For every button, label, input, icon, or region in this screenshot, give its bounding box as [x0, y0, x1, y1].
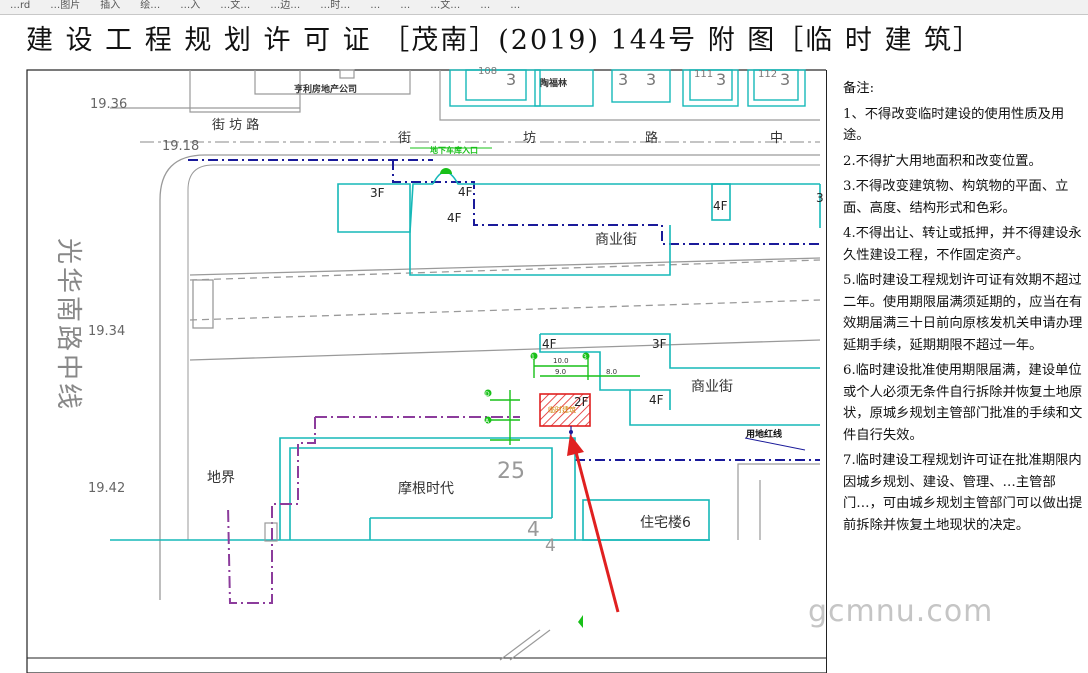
axis-1: 1	[531, 354, 535, 361]
bldg-111-floors: 3	[716, 70, 726, 89]
boundary-label: 地界	[207, 470, 235, 486]
floor-4f-b: 4F	[447, 211, 462, 225]
watermark: gcmnu.com	[808, 594, 994, 629]
axis-3: 3	[583, 354, 587, 361]
building-25: 25	[497, 459, 525, 484]
note-3: 3.不得改变建筑物、构筑物的平面、立面、高度、结构形式和色彩。	[843, 179, 1069, 216]
dim-10: 10.0	[553, 357, 569, 365]
dimension-lines	[490, 356, 640, 445]
toolbar-item[interactable]: …边…	[270, 0, 301, 11]
elevation-1: 19.36	[90, 97, 127, 112]
note-5: 5.临时建设工程规划许可证有效期不超过二年。使用期限届满须延期的，应当在有效期届…	[843, 273, 1083, 353]
bldg-111: 111	[694, 69, 713, 80]
top-buildings	[449, 69, 806, 107]
note-1: 1、不得改变临时建设的使用性质及用途。	[843, 106, 1065, 144]
temporary-building	[539, 393, 591, 427]
toolbar-item[interactable]: …	[400, 0, 411, 11]
site-boundary-navy	[188, 159, 820, 461]
plan-labels: 19.36 19.18 19.34 19.42 街 坊 路 街 坊 路 中 亨利…	[53, 66, 824, 556]
commercial-street-1: 商业街	[595, 232, 637, 248]
company-label: 亨利房地产公司	[294, 83, 357, 95]
note-6: 6.临时建设批准使用期限届满，建设单位或个人必须无条件自行拆除并恢复土地原状，原…	[843, 363, 1083, 443]
floor-4f-c: 4F	[713, 199, 728, 213]
toolbar-item[interactable]: …时…	[320, 0, 351, 11]
floor-2f-temp: 2F	[574, 395, 589, 409]
floor-3-d: 3	[816, 191, 824, 205]
bldg-108: 108	[478, 66, 497, 77]
note-7: 7.临时建设工程规划许可证在批准期限内因城乡规划、建设、管理、…主管部门…，可由…	[843, 453, 1083, 533]
notes-panel: 备注: 1、不得改变临时建设的使用性质及用途。 2.不得扩大用地面积和改变位置。…	[826, 70, 1088, 673]
road-edges	[110, 107, 821, 600]
dim-9: 9.0	[555, 368, 566, 376]
toolbar-item[interactable]: …rd	[10, 0, 31, 11]
bldg-taofulin: 陶福林	[540, 77, 568, 89]
toolbar-item[interactable]: …	[370, 0, 381, 11]
commercial-buildings-mid	[539, 333, 820, 426]
toolbar-item[interactable]: …图片	[50, 0, 81, 11]
temporary-building-text: 临时建筑	[548, 405, 576, 414]
morgan-times-label: 摩根时代	[398, 480, 454, 497]
bldg-3a: 3	[646, 70, 656, 89]
toolbar-item[interactable]: …文…	[430, 0, 461, 11]
axis-d: D	[485, 391, 490, 398]
right-outlines	[264, 463, 820, 661]
page-title: 建 设 工 程 规 划 许 可 证 ［茂南］(2019) 144号 附 图［临 …	[26, 25, 983, 56]
num-4b: 4	[545, 536, 556, 556]
bldg-112: 112	[758, 69, 777, 80]
site-plan: 临时建筑 19.36 19.18 19.34 19.42 街 坊 路 街 坊	[26, 66, 826, 673]
floor-4f-e: 4F	[542, 337, 557, 351]
boundary-purple	[227, 416, 520, 604]
bldg-108-floors: 3	[506, 70, 516, 89]
street-label-5: 中	[770, 131, 783, 146]
morgan-times-building	[279, 437, 710, 541]
elevation-3: 19.34	[88, 324, 125, 339]
num-4a: 4	[527, 517, 540, 541]
red-arrow-icon	[567, 434, 620, 613]
underground-entry-label: 地下车库入口	[430, 145, 478, 155]
notes-heading: 备注:	[843, 81, 875, 96]
redline-label: 用地红线	[745, 428, 782, 440]
bldg-112-floors: 3	[780, 70, 790, 89]
toolbar-item[interactable]: …入	[180, 0, 201, 11]
floor-3f-f: 3F	[652, 337, 667, 351]
toolbar-item[interactable]: 插入	[100, 0, 121, 11]
plan-frame	[26, 69, 826, 673]
street-label-1: 街 坊 路	[212, 117, 259, 133]
toolbar-item[interactable]: …文…	[220, 0, 251, 11]
commercial-street-2: 商业街	[691, 379, 733, 395]
street-label-3: 坊	[523, 131, 536, 146]
toolbar-item[interactable]: …	[510, 0, 521, 11]
top-outlines	[189, 69, 820, 121]
elevation-2: 19.18	[162, 139, 199, 154]
residential-label: 住宅楼6	[640, 515, 691, 531]
bldg-3b: 3	[618, 70, 628, 89]
toolbar-item[interactable]: 绘…	[140, 0, 161, 11]
axis-a: A	[485, 418, 490, 425]
street-label-4: 路	[645, 130, 658, 146]
dim-8: 8.0	[606, 368, 617, 376]
floor-4f-a: 4F	[458, 185, 473, 199]
toolbar: …rd …图片 插入 绘… …入 …文… …边… …时… … … …文… … …	[0, 0, 1088, 15]
floor-4f-g: 4F	[649, 393, 664, 407]
street-label-2: 街	[398, 131, 411, 146]
road-name-vertical: 光华南路中线	[53, 238, 83, 412]
toolbar-item[interactable]: …	[480, 0, 491, 11]
redline-leader	[744, 437, 806, 451]
floor-3f-a: 3F	[370, 186, 385, 200]
note-4: 4.不得出让、转让或抵押，并不得建设永久性建设工程，不作固定资产。	[843, 226, 1082, 263]
elevation-4: 19.42	[88, 481, 125, 496]
note-2: 2.不得扩大用地面积和改变位置。	[843, 153, 1042, 169]
green-markers	[440, 168, 590, 628]
